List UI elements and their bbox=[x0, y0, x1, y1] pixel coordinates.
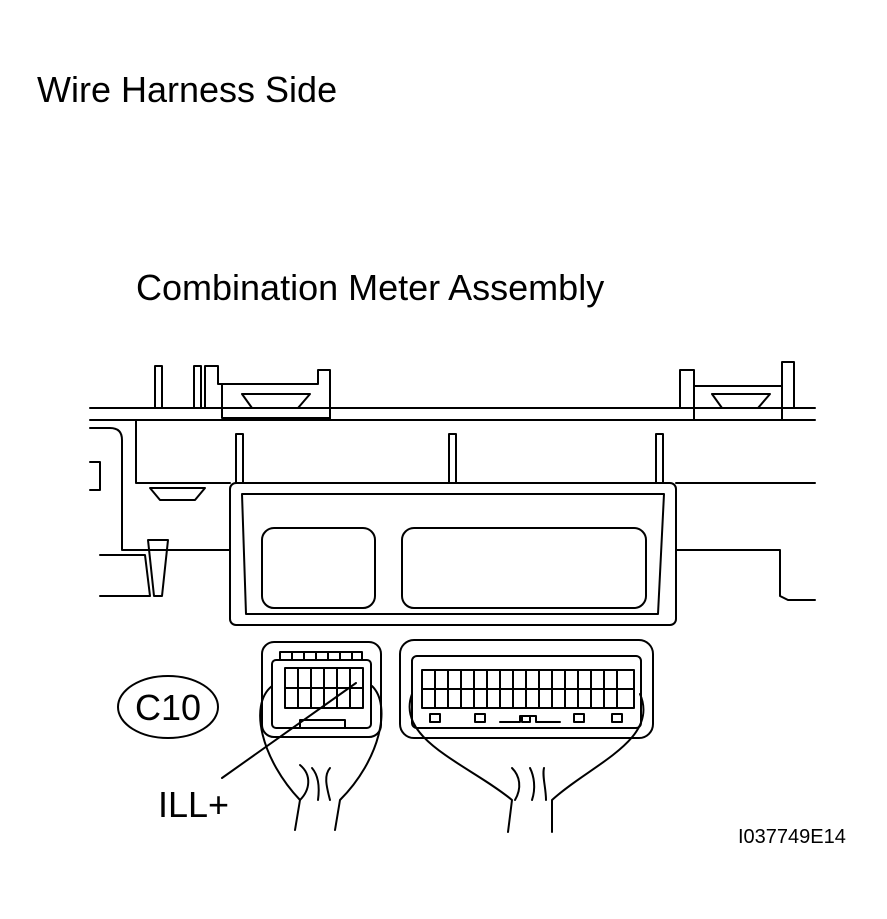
diagram-title: Wire Harness Side bbox=[37, 69, 338, 110]
assembly-label: Combination Meter Assembly bbox=[136, 267, 605, 308]
meter-receptacle bbox=[229, 482, 677, 626]
connector-id-bubble bbox=[117, 675, 219, 739]
pin-label-ill-plus: ILL+ bbox=[158, 784, 230, 825]
connector-main bbox=[399, 639, 654, 833]
connector-c10 bbox=[259, 641, 383, 831]
connector-id-label: C10 bbox=[135, 687, 201, 728]
meter-housing bbox=[89, 361, 816, 601]
figure-code: I037749E14 bbox=[738, 826, 846, 848]
ill-plus-leader-line bbox=[221, 682, 357, 779]
